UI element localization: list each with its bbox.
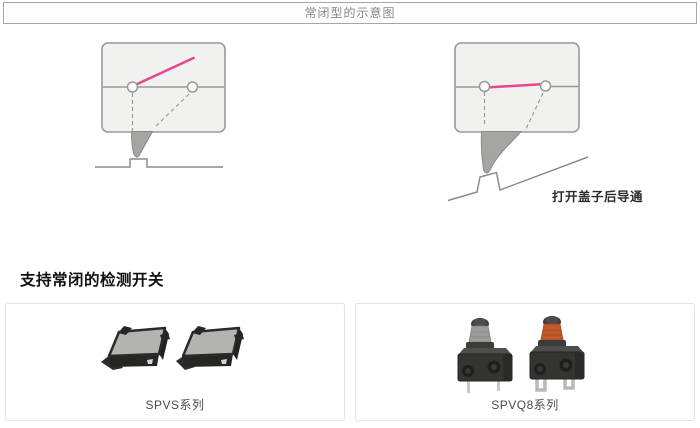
nc-switch-diagrams: [95, 42, 589, 202]
product-card-spvs[interactable]: SPVS系列: [5, 303, 345, 421]
product-label-spvq8: SPVQ8系列: [491, 398, 559, 412]
page-title: 常闭型的示意图: [3, 2, 697, 24]
spvq8-switch-gray: [457, 318, 513, 393]
spvs-product-image: [101, 326, 244, 370]
spvq8-product-image: [457, 316, 585, 393]
diagram-open-state: [447, 42, 589, 202]
diagram-closed-state: [95, 42, 226, 168]
open-state-caption: 打开盖子后导通: [552, 190, 644, 204]
product-card-spvq8[interactable]: SPVQ8系列: [355, 303, 695, 421]
section-heading: 支持常闭的检测开关: [20, 272, 165, 289]
spvs-switch-2: [176, 326, 244, 370]
spvq8-switch-orange: [529, 316, 585, 392]
product-label-spvs: SPVS系列: [145, 398, 205, 412]
spvs-switch-1: [101, 326, 170, 370]
